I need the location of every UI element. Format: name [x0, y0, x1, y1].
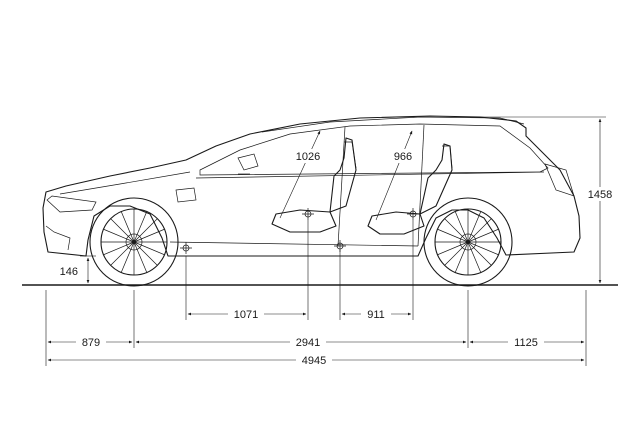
wheelbase-label: 2941: [296, 337, 320, 349]
car-side-view: [42, 115, 581, 257]
ground-clearance-label: 146: [60, 266, 78, 278]
taillight: [544, 163, 575, 197]
rear-headroom-label: 966: [394, 151, 412, 163]
front-legroom-label: 1071: [234, 309, 258, 321]
rear-legroom-label: 911: [367, 309, 385, 321]
rear-seat: [367, 143, 453, 235]
headlight: [46, 195, 97, 213]
body-outline: [42, 115, 581, 257]
front-overhang-label: 879: [82, 337, 100, 349]
beltline: [195, 171, 545, 179]
rear-overhang-label: 1125: [514, 337, 538, 349]
front-wheel: [89, 197, 179, 287]
front-seat: [271, 137, 357, 233]
door-lower-line: [169, 241, 419, 247]
greenhouse: [199, 123, 549, 176]
c-pillar: [417, 124, 425, 247]
rear-wheel: [423, 197, 513, 287]
overall-length-label: 4945: [302, 355, 326, 367]
mirror: [237, 153, 259, 171]
roof-rail: [261, 116, 525, 133]
b-pillar: [337, 126, 346, 247]
height-label: 1458: [588, 189, 612, 201]
shoulder-line: [59, 171, 191, 195]
fuel-flap: [175, 187, 197, 203]
extension-lines: [45, 220, 587, 366]
front-headroom-line: [279, 130, 321, 219]
reference-markers: [180, 208, 419, 254]
rear-headroom-line: [375, 130, 413, 221]
front-bumper: [45, 225, 71, 251]
front-headroom-label: 1026: [296, 151, 320, 163]
